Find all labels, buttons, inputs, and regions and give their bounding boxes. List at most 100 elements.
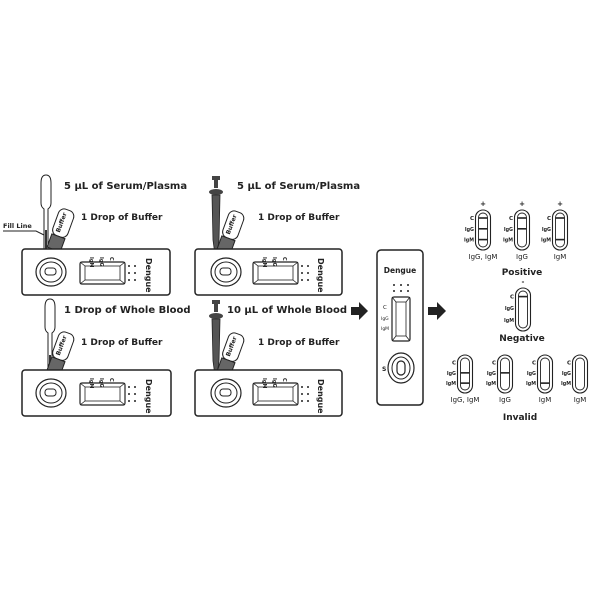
band-label-igm: IgM: [464, 238, 474, 244]
band-label-igm: IgM: [88, 378, 94, 388]
band-label-igg: IgG: [98, 378, 104, 388]
band-label-c: C: [547, 216, 551, 222]
sample-label: 10 µL of Whole Blood: [227, 305, 347, 316]
result-window: [252, 261, 299, 285]
strip-outline: [513, 209, 531, 251]
band-label-igg: IgG: [505, 306, 514, 312]
strip-outline: [474, 209, 492, 251]
fill-line-label: Fill Line: [3, 222, 32, 230]
fill-line-arrow: [3, 230, 45, 236]
band-label-c: C: [108, 257, 114, 261]
result-label: IgG, IgM: [469, 253, 498, 261]
cassette-vertical: Dengue C IgG IgM S: [376, 249, 424, 406]
strip-outline: [496, 354, 514, 394]
sample-label: 5 µL of Serum/Plasma: [64, 181, 187, 192]
cassette-name: Dengue: [144, 258, 153, 293]
buffer-label: 1 Drop of Buffer: [81, 338, 163, 348]
strip-outline: [514, 287, 532, 332]
result-marker: +: [480, 200, 486, 208]
result-marker: +: [557, 200, 563, 208]
band-label-igg: IgG: [465, 227, 474, 233]
cassette-horizontal: IgM IgG C Dengue: [21, 369, 172, 417]
result-label: IgG: [499, 396, 511, 404]
band-label-igm: IgM: [541, 238, 551, 244]
band-label-igg: IgG: [542, 227, 551, 233]
band-label-igg: IgG: [562, 371, 571, 377]
dots-decoration: [128, 265, 136, 281]
band-label-igg: IgG: [381, 316, 389, 322]
band-label-c: C: [470, 216, 474, 222]
sample-label: 1 Drop of Whole Blood: [64, 305, 191, 316]
invalid-title: Invalid: [503, 413, 537, 423]
result-strip: C IgG IgM + IgM: [541, 200, 569, 261]
band-label-igg: IgG: [98, 257, 104, 267]
result-strip: C IgG IgM -: [504, 278, 532, 332]
dots-decoration: [128, 386, 136, 402]
band-label-c: C: [108, 378, 114, 382]
cassette-name: Dengue: [384, 266, 416, 275]
band-label-igm: IgM: [261, 257, 267, 267]
result-marker: -: [522, 278, 525, 286]
buffer-label: 1 Drop of Buffer: [258, 213, 340, 223]
result-label: IgG, IgM: [451, 396, 480, 404]
dots-decoration: [393, 284, 409, 292]
band-label-igm: IgM: [381, 326, 389, 332]
cassette-horizontal: IgM IgG C Dengue: [21, 248, 171, 296]
band-label-igg: IgG: [527, 371, 536, 377]
strip-outline: [551, 209, 569, 251]
buffer-label: 1 Drop of Buffer: [258, 338, 340, 348]
result-strip: C IgG IgM IgG: [486, 354, 514, 404]
strip-outline: [571, 354, 589, 394]
step-whole-blood-dropper: 1 Drop of Whole Blood 1 Drop of Buffer B…: [44, 298, 191, 380]
result-strip: C IgG IgM IgM: [526, 354, 554, 404]
cassette-name: Dengue: [144, 379, 153, 414]
band-label-igg: IgG: [487, 371, 496, 377]
band-label-igm: IgM: [504, 318, 514, 324]
arrow-right-icon: [351, 302, 368, 320]
positive-title: Positive: [502, 268, 543, 278]
band-label-igm: IgM: [561, 381, 571, 387]
result-label: IgM: [554, 253, 567, 261]
dots-decoration: [301, 265, 309, 281]
band-label-c: C: [281, 378, 287, 382]
band-label-igm: IgM: [88, 257, 94, 267]
result-strip: C IgG IgM + IgG: [503, 200, 531, 261]
sample-well-label: S: [382, 366, 386, 373]
result-strip: C IgG IgM IgM: [561, 354, 589, 404]
result-window: [391, 296, 411, 342]
band-label-c: C: [383, 305, 387, 311]
band-label-c: C: [509, 216, 513, 222]
band-label-igg: IgG: [271, 257, 277, 267]
band-label-c: C: [510, 295, 514, 301]
cassette-horizontal: IgM IgG C Dengue: [194, 369, 343, 417]
strip-outline: [536, 354, 554, 394]
buffer-label: 1 Drop of Buffer: [81, 213, 163, 223]
result-label: IgM: [539, 396, 552, 404]
band-label-igm: IgM: [446, 381, 456, 387]
band-label-c: C: [532, 361, 536, 367]
result-window: [79, 261, 126, 285]
band-label-igg: IgG: [504, 227, 513, 233]
cassette-name: Dengue: [316, 258, 325, 293]
cassette-horizontal: IgM IgG C Dengue: [194, 248, 343, 296]
band-label-igg: IgG: [271, 378, 277, 388]
band-label-c: C: [452, 361, 456, 367]
result-window: [79, 382, 126, 406]
strip-outline: [456, 354, 474, 394]
band-label-c: C: [567, 361, 571, 367]
result-window: [252, 382, 299, 406]
band-label-c: C: [281, 257, 287, 261]
result-marker: +: [519, 200, 525, 208]
dots-decoration: [301, 386, 309, 402]
result-label: IgM: [574, 396, 587, 404]
band-label-igm: IgM: [503, 238, 513, 244]
band-label-igm: IgM: [526, 381, 536, 387]
arrow-right-icon: [428, 302, 446, 320]
band-label-igm: IgM: [486, 381, 496, 387]
result-label: IgG: [516, 253, 528, 261]
sample-label: 5 µL of Serum/Plasma: [237, 181, 360, 192]
band-label-c: C: [492, 361, 496, 367]
